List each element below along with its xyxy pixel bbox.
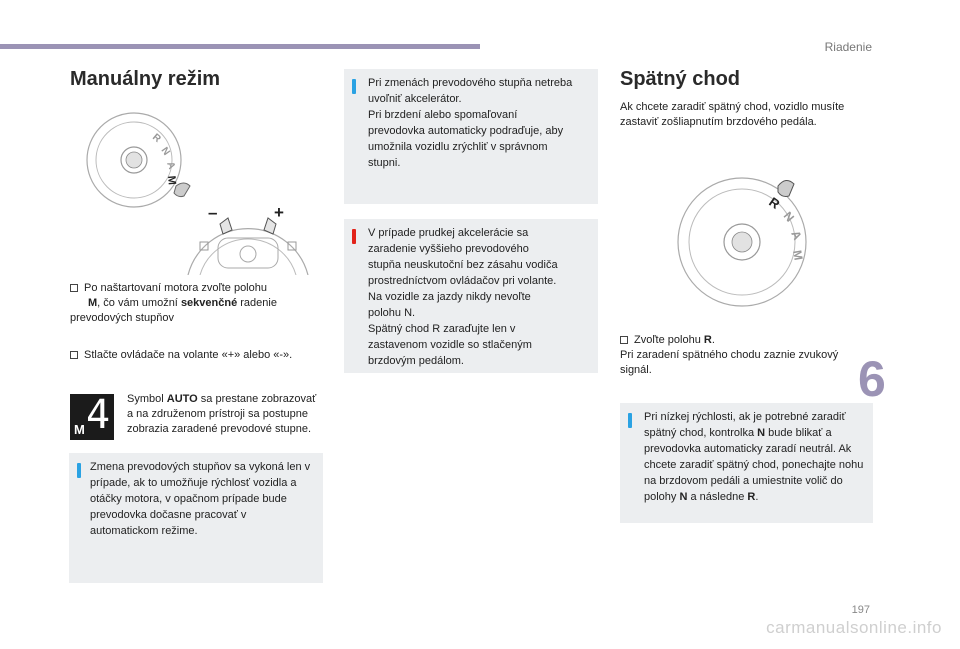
section-label: Riadenie <box>824 40 872 54</box>
left-info-box: Zmena prevodových stupňov sa vykoná len … <box>69 453 323 583</box>
reverse-intro: Ak chcete zaradiť spätný chod, vozidlo m… <box>620 101 845 128</box>
gear-label-n: N <box>159 145 172 157</box>
reverse-signal-note: Pri zaradení spätného chodu zaznie zvuko… <box>620 349 839 376</box>
bullet-icon <box>70 284 78 292</box>
bullet-icon <box>70 351 78 359</box>
reverse-gear-label-m: M <box>790 249 806 261</box>
info-icon <box>77 463 81 478</box>
steering-wheel-illustration: – + <box>187 203 309 275</box>
reverse-gear-label-a: A <box>788 228 804 242</box>
reverse-gear-label-r: R <box>766 194 783 212</box>
paddle-plus-label: + <box>274 203 284 222</box>
auto-symbol-text: Symbol AUTO sa prestane zobrazovať a na … <box>127 393 317 435</box>
gear-label-m: M <box>165 175 178 185</box>
info-icon <box>352 79 356 94</box>
page-number: 197 <box>851 604 870 616</box>
paddle-minus-label: – <box>208 203 217 222</box>
gear-display-icon: M 4 <box>70 392 114 440</box>
step-press-paddles: Stlačte ovládače na volante «+» alebo «-… <box>70 348 310 363</box>
right-info-box: Pri nízkej rýchlosti, ak je potrebné zar… <box>620 403 873 523</box>
gear-label-a: A <box>164 160 177 171</box>
reverse-gear-label-n: N <box>781 209 797 225</box>
manual-mode-title: Manuálny režim <box>70 68 221 90</box>
chapter-number: 6 <box>858 351 886 407</box>
header-accent-bar <box>0 44 480 49</box>
middle-warning-box: V prípade prudkej akcelerácie sa zaraden… <box>344 219 598 373</box>
warning-icon <box>352 229 356 244</box>
reverse-title: Spätný chod <box>620 68 741 90</box>
step-select-m: Po naštartovaní motora zvoľte polohu M, … <box>70 282 277 324</box>
info-icon <box>628 413 632 428</box>
reverse-gear-illustration: R N A M <box>677 177 807 307</box>
bullet-icon <box>620 336 628 344</box>
gear-selector-illustration: R N A M <box>86 112 191 208</box>
reverse-step: Zvoľte polohu R. <box>620 333 870 348</box>
middle-info-box: Pri zmenách prevodového stupňa netreba u… <box>344 69 598 204</box>
watermark: carmanualsonline.info <box>766 618 942 637</box>
